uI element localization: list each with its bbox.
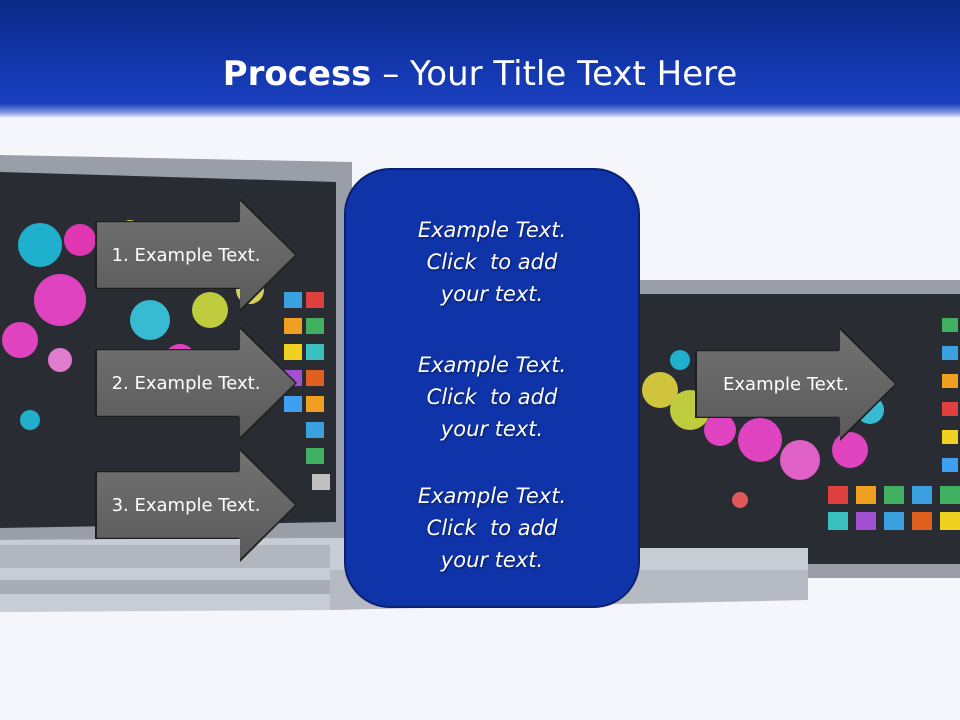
arrow-label: 2. Example Text. (111, 372, 261, 394)
center-line: Example Text. (417, 218, 567, 242)
title-banner (0, 0, 960, 118)
center-line: your text. (440, 282, 544, 306)
center-text-block-2: Example Text. Click to add your text. (346, 349, 638, 445)
center-line: your text. (440, 548, 544, 572)
center-line: Click to add (426, 516, 558, 540)
center-line: Click to add (426, 250, 558, 274)
title-bold-text: Process (222, 54, 372, 94)
center-line: Click to add (426, 385, 558, 409)
arrow-label: Example Text. (723, 373, 849, 395)
center-text-box[interactable]: Example Text. Click to add your text. Ex… (344, 168, 640, 608)
slide-title[interactable]: Process – Your Title Text Here (0, 52, 960, 96)
center-line: your text. (440, 417, 544, 441)
title-rest-text: – Your Title Text Here (371, 54, 738, 94)
center-line: Example Text. (417, 484, 567, 508)
arrow-label: 1. Example Text. (111, 244, 261, 266)
center-line: Example Text. (417, 353, 567, 377)
center-text-block-1: Example Text. Click to add your text. (346, 214, 638, 310)
center-text-block-3: Example Text. Click to add your text. (346, 480, 638, 576)
arrow-label: 3. Example Text. (111, 494, 261, 516)
